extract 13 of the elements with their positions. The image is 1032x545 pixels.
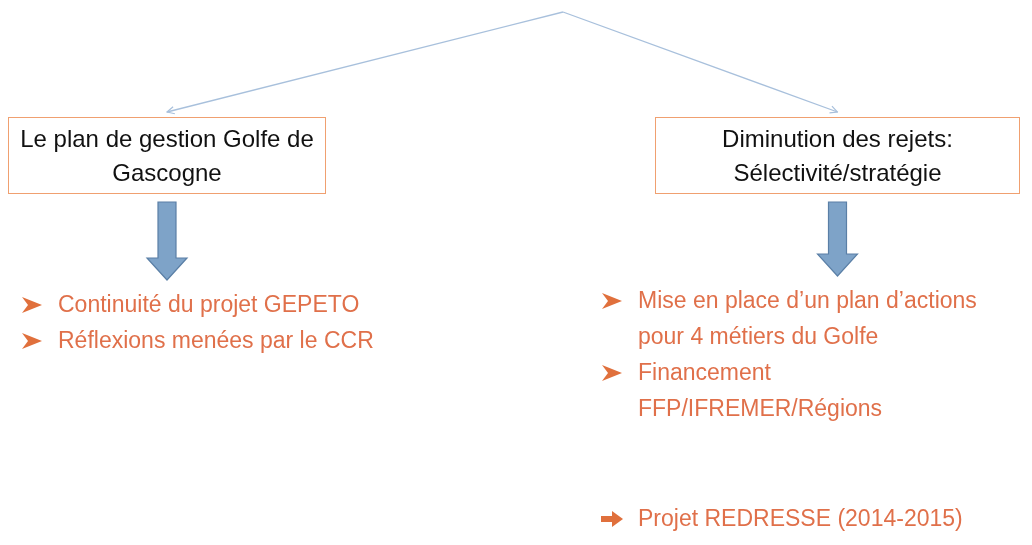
- process-box: [8, 117, 326, 194]
- process-box: [655, 117, 1020, 194]
- block-arrow: [145, 201, 189, 281]
- arrow: [562, 11, 839, 114]
- result-text: Projet REDRESSE (2014-2015): [638, 504, 963, 533]
- bullet-text: Financement FFP/IFREMER/Régions: [638, 358, 884, 423]
- arrow: [166, 11, 564, 115]
- bullet-text: Continuité du projet GEPETO: [58, 290, 360, 319]
- block-arrow: [816, 201, 859, 277]
- box-text: Le plan de gestion Golfe de Gascogne: [19, 123, 315, 188]
- bullet-text: Réflexions menées par le CCR: [58, 326, 374, 355]
- box-text: Diminution des rejets: Sélectivité/stratégie: [721, 123, 954, 188]
- bullet-text: Mise en place d’un plan d’actions pour 4 métiers du Golfe: [638, 286, 978, 351]
